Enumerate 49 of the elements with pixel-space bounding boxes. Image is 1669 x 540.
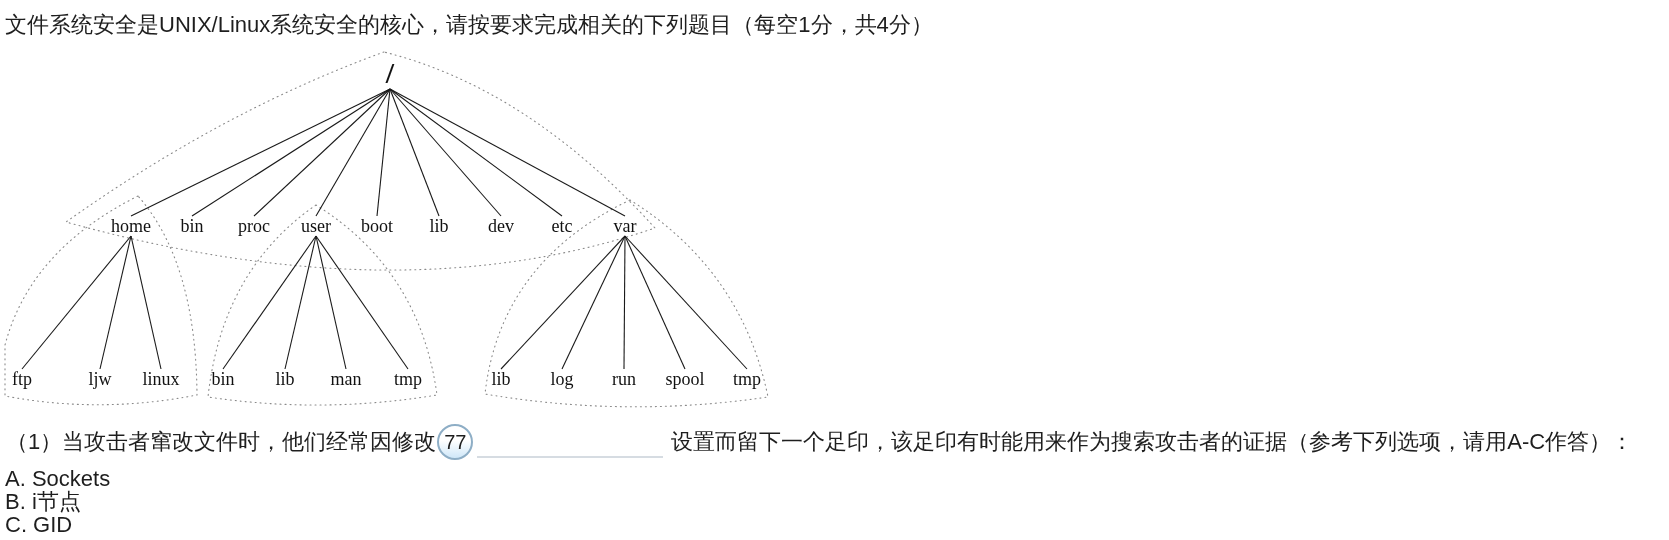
tree-branch-line xyxy=(389,88,626,217)
tree-branch-line xyxy=(389,88,563,217)
directory-name: lib xyxy=(275,369,295,389)
directory-name: proc xyxy=(238,216,270,236)
tree-branch-line xyxy=(315,235,409,370)
directory-name: var xyxy=(613,216,637,236)
directory-name: lib xyxy=(491,369,511,389)
tree-branch-line xyxy=(389,88,440,217)
answer-option: C. GID xyxy=(5,513,73,537)
directory-name: boot xyxy=(361,216,393,236)
directory-name: man xyxy=(330,369,362,389)
tree-branch-line xyxy=(500,235,626,370)
directory-name: run xyxy=(612,369,636,389)
tree-branch-line xyxy=(99,235,132,370)
directory-name: lib xyxy=(429,216,449,236)
directory-name: user xyxy=(301,216,331,236)
directory-name: linux xyxy=(142,369,180,389)
answer-option: B. i节点 xyxy=(5,490,81,514)
tree-branch-line xyxy=(284,235,317,370)
tree-branch-line xyxy=(623,235,626,370)
directory-name: ljw xyxy=(88,369,112,389)
question-heading: 文件系统安全是UNIX/Linux系统安全的核心，请按要求完成相关的下列题目（每空1分，共4分） xyxy=(5,12,933,38)
tree-branch-line xyxy=(376,88,391,217)
directory-name: ftp xyxy=(12,369,32,389)
tree-branch-line xyxy=(315,88,391,217)
tree-branch-line xyxy=(624,235,686,370)
directory-name: / xyxy=(385,57,395,89)
tree-branch-line xyxy=(561,235,626,370)
directory-name: tmp xyxy=(733,369,761,389)
tree-branch-line xyxy=(222,235,317,370)
directory-name: tmp xyxy=(394,369,422,389)
tree-branch-line xyxy=(315,235,347,370)
directory-name: log xyxy=(550,369,574,389)
tree-branch-line xyxy=(130,235,162,370)
question-text: 设置而留下一个足印，该足印有时能用来作为搜索攻击者的证据（参考下列选项，请用A-C作答）： xyxy=(671,429,1634,455)
question-text: （1）当攻击者窜改文件时，他们经常因修改 xyxy=(6,429,437,455)
directory-name: bin xyxy=(211,369,235,389)
directory-name: bin xyxy=(180,216,204,236)
tree-branch-line xyxy=(624,235,748,370)
directory-name: etc xyxy=(551,216,573,236)
tree-branch-line xyxy=(21,235,132,370)
question-number: 77 xyxy=(437,424,474,460)
tree-branch-line xyxy=(130,88,391,217)
directory-name: home xyxy=(111,216,151,236)
directory-name: spool xyxy=(665,369,705,389)
tree-branch-line xyxy=(389,88,502,217)
answer-option: A. Sockets xyxy=(5,467,111,491)
tree-branch-line xyxy=(253,88,391,217)
directory-name: dev xyxy=(488,216,514,236)
